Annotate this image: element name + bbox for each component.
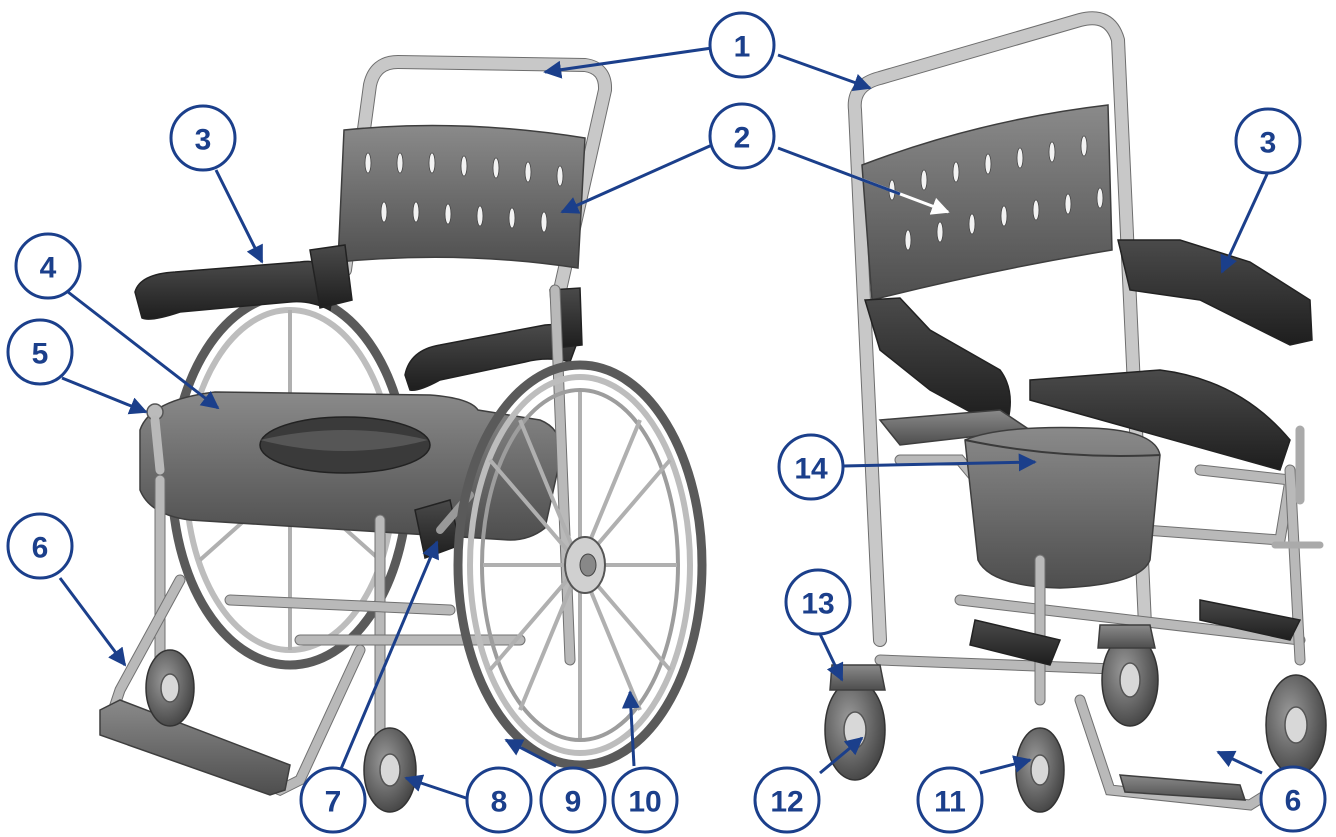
front-caster-left-a	[146, 650, 194, 726]
footrest-left	[100, 580, 360, 795]
callout-number: 3	[1260, 127, 1277, 160]
caster-right-center	[1016, 728, 1064, 812]
callout-3-right: 3	[1236, 109, 1300, 173]
callout-14: 14	[779, 435, 843, 499]
callout-4: 4	[16, 234, 80, 298]
callout-number: 12	[770, 786, 803, 819]
callout-number: 7	[325, 786, 342, 819]
callout-number: 8	[491, 786, 508, 819]
commode-bucket	[965, 428, 1160, 589]
callout-6-left: 6	[8, 514, 72, 578]
backrest-right	[862, 105, 1112, 300]
callout-5: 5	[8, 320, 72, 384]
callout-number: 2	[734, 122, 751, 155]
left-chair-illustration	[100, 62, 702, 812]
callout-number: 11	[934, 786, 966, 819]
callout-number: 13	[801, 588, 834, 621]
callout-number: 9	[565, 786, 582, 819]
callout-7: 7	[301, 768, 365, 832]
callout-3-left: 3	[171, 106, 235, 170]
callout-10: 10	[613, 768, 677, 832]
callout-9: 9	[541, 768, 605, 832]
callout-12: 12	[755, 768, 819, 832]
callout-number: 6	[1285, 785, 1302, 818]
callout-1-left: 1	[710, 13, 774, 77]
callout-number: 1	[734, 31, 751, 64]
callout-number: 6	[32, 532, 49, 565]
callout-11: 11	[918, 768, 982, 832]
callout-number: 4	[40, 252, 57, 285]
caster-right-far	[1266, 675, 1326, 775]
callout-number: 5	[32, 338, 49, 371]
callout-13: 13	[786, 570, 850, 634]
armrest-far-right-chair	[1118, 240, 1312, 345]
backrest-left	[338, 126, 585, 269]
callout-number: 10	[628, 786, 661, 819]
caster-right-middle	[1098, 625, 1158, 726]
callout-number: 14	[794, 453, 828, 486]
front-caster-left-b	[364, 728, 416, 812]
armrest-near-right-chair	[865, 298, 1010, 420]
callout-2-left: 2	[710, 104, 774, 168]
rear-wheel-near-left	[458, 365, 702, 765]
callout-6-right: 6	[1261, 767, 1325, 831]
callout-8: 8	[467, 768, 531, 832]
callout-number: 3	[195, 124, 212, 157]
